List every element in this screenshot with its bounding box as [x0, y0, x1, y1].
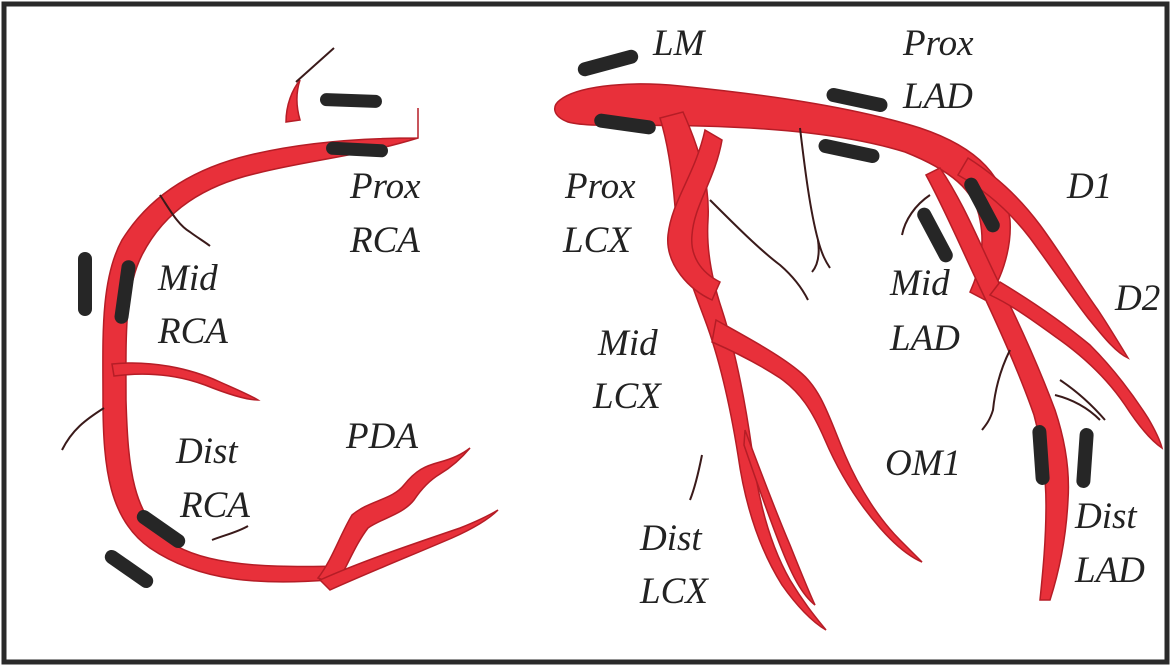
label-d2: D2: [1114, 278, 1160, 319]
label-dist-lad-line2: LAD: [1074, 550, 1145, 591]
label-mid-lad-line1: Mid: [889, 263, 950, 304]
label-prox-rca-line2: RCA: [349, 220, 420, 261]
label-om1: OM1: [885, 443, 961, 484]
label-pda: PDA: [345, 416, 418, 457]
label-mid-rca-line2: RCA: [157, 311, 228, 352]
label-d1: D1: [1066, 166, 1112, 207]
label-mid-lcx-line1: Mid: [597, 323, 658, 364]
marker-prox-rca-top: [320, 93, 382, 108]
label-prox-lcx-line1: Prox: [564, 166, 636, 207]
label-lm: LM: [652, 23, 707, 64]
label-mid-lad-line2: LAD: [889, 318, 960, 359]
label-dist-rca-line2: RCA: [179, 485, 250, 526]
label-dist-rca-line1: Dist: [175, 431, 239, 472]
label-prox-rca-line1: Prox: [349, 166, 421, 207]
label-mid-lcx-line2: LCX: [592, 376, 662, 417]
marker-mid-rca-left: [78, 252, 92, 316]
label-dist-lad-line1: Dist: [1074, 496, 1138, 537]
label-prox-lad-line2: LAD: [902, 76, 973, 117]
label-prox-lcx-line2: LCX: [562, 220, 632, 261]
label-dist-lcx-line2: LCX: [639, 571, 709, 612]
label-dist-lcx-line1: Dist: [639, 518, 703, 559]
label-prox-lad-line1: Prox: [902, 23, 974, 64]
label-mid-rca-line1: Mid: [157, 258, 218, 299]
